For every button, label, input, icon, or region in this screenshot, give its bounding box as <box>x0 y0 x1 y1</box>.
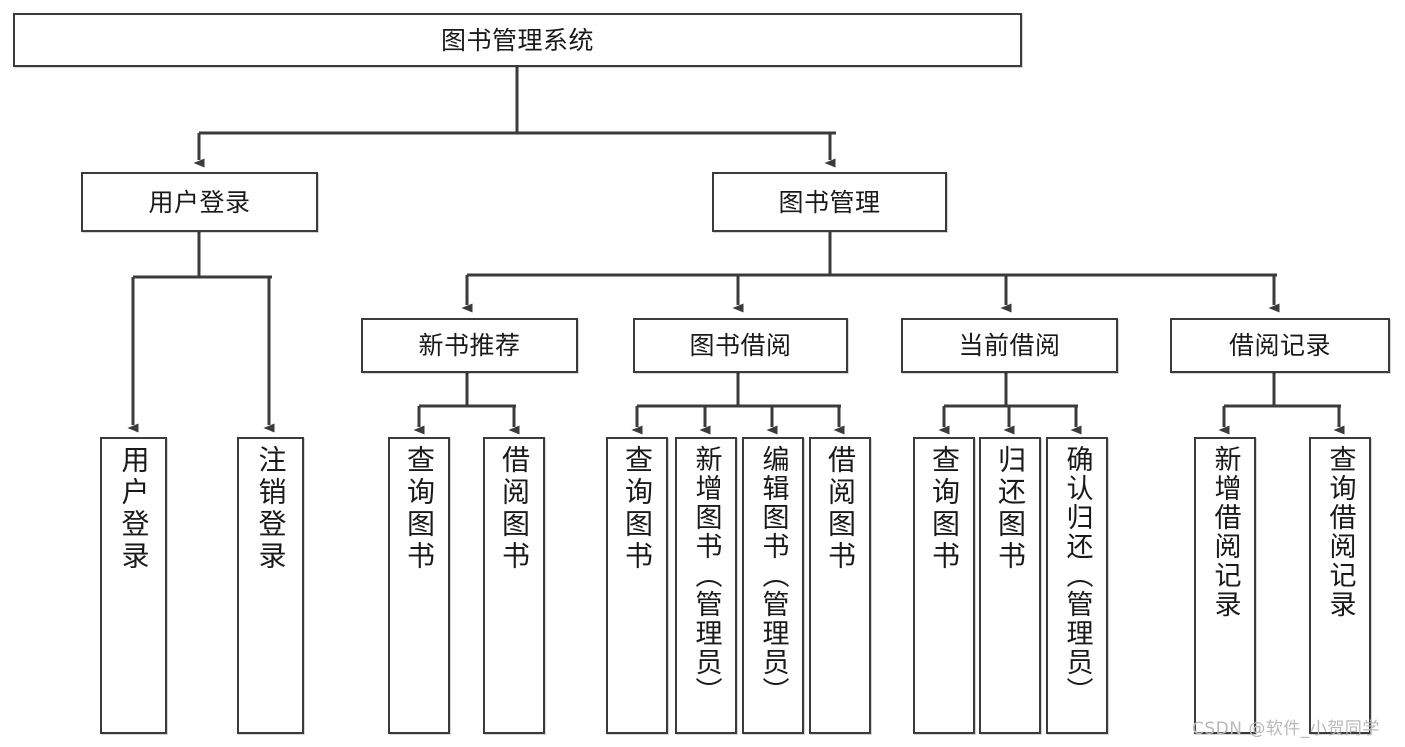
leaf-query-book-1[interactable]: 查询图书 <box>388 437 450 734</box>
node-label: 查询借阅记录 <box>1324 445 1356 619</box>
node-label: 借阅图书 <box>498 445 531 573</box>
leaf-borrow-book-1[interactable]: 借阅图书 <box>483 437 545 734</box>
node-label: 新增图书（管理员） <box>690 445 722 706</box>
node-book-borrow[interactable]: 图书借阅 <box>633 318 848 373</box>
node-new-book-recommend[interactable]: 新书推荐 <box>361 318 578 373</box>
leaf-query-book-3[interactable]: 查询图书 <box>913 437 975 734</box>
leaf-user-login[interactable]: 用户登录 <box>100 437 167 734</box>
csdn-watermark: CSDN @软件_小贺同学 <box>1192 719 1380 739</box>
leaf-query-book-2[interactable]: 查询图书 <box>606 437 668 734</box>
node-label: 借阅记录 <box>1228 331 1331 360</box>
node-user-login[interactable]: 用户登录 <box>81 172 318 232</box>
node-book-management[interactable]: 图书管理 <box>712 172 947 232</box>
node-borrow-record[interactable]: 借阅记录 <box>1170 318 1390 373</box>
node-label: 查询图书 <box>403 445 436 573</box>
leaf-query-borrow-record[interactable]: 查询借阅记录 <box>1309 437 1371 734</box>
node-label: 查询图书 <box>621 445 654 573</box>
node-root-book-management-system[interactable]: 图书管理系统 <box>13 13 1022 67</box>
node-label: 归还图书 <box>994 445 1027 573</box>
node-label: 确认归还（管理员） <box>1061 445 1093 706</box>
node-label: 用户登录 <box>117 445 151 573</box>
leaf-confirm-return-admin[interactable]: 确认归还（管理员） <box>1046 437 1108 734</box>
node-label: 图书管理系统 <box>440 25 594 55</box>
node-label: 注销登录 <box>254 445 288 573</box>
node-current-borrow[interactable]: 当前借阅 <box>901 318 1118 373</box>
node-label: 用户登录 <box>148 187 251 217</box>
node-label: 图书管理 <box>778 187 881 217</box>
node-label: 借阅图书 <box>824 445 857 573</box>
node-label: 新书推荐 <box>418 331 521 360</box>
leaf-add-borrow-record[interactable]: 新增借阅记录 <box>1194 437 1256 734</box>
node-label: 查询图书 <box>928 445 961 573</box>
leaf-add-book-admin[interactable]: 新增图书（管理员） <box>675 437 737 734</box>
node-label: 当前借阅 <box>958 331 1061 360</box>
node-label: 图书借阅 <box>689 331 792 360</box>
node-label: 新增借阅记录 <box>1209 445 1241 619</box>
leaf-edit-book-admin[interactable]: 编辑图书（管理员） <box>742 437 804 734</box>
leaf-borrow-book-2[interactable]: 借阅图书 <box>809 437 871 734</box>
leaf-return-book[interactable]: 归还图书 <box>979 437 1041 734</box>
node-label: 编辑图书（管理员） <box>757 445 789 706</box>
leaf-logout-login[interactable]: 注销登录 <box>237 437 304 734</box>
